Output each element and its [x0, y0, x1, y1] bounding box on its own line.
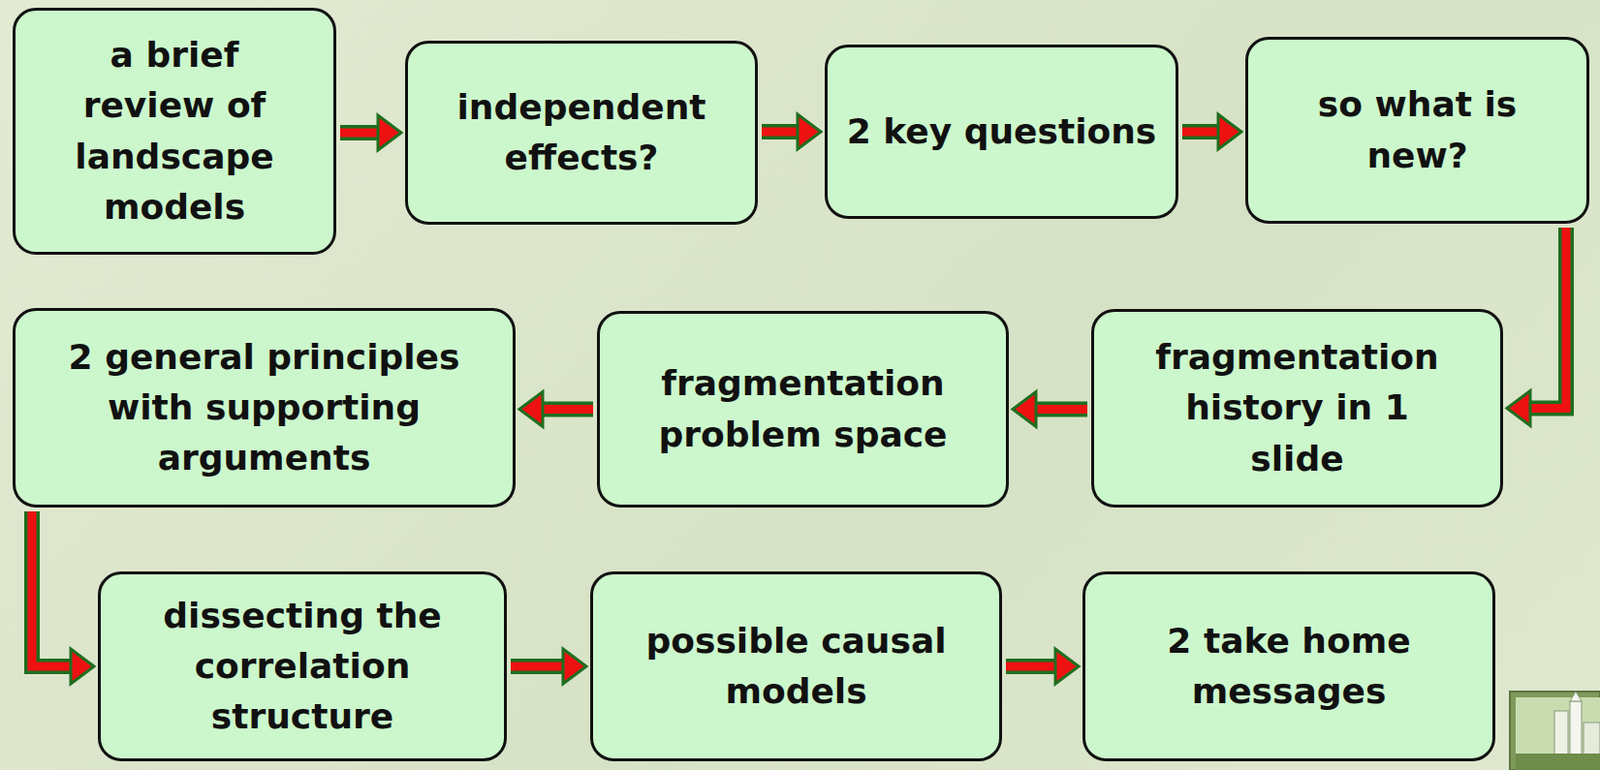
arrow-outline [1005, 658, 1058, 675]
box-label: independent effects? [426, 82, 737, 184]
process-box: so what is new? [1245, 36, 1590, 224]
arrow-outline [31, 511, 73, 667]
box-label: fragmentation history in 1 slide [1137, 332, 1458, 485]
box-label: dissecting the correlation structure [127, 591, 477, 744]
arrow-shaft [1034, 405, 1088, 414]
arrow-shaft [1005, 662, 1058, 672]
arrow-outline [1182, 124, 1221, 140]
arrow-head [70, 649, 95, 685]
box-label: so what is new? [1272, 79, 1564, 181]
arrow-head [1055, 649, 1079, 685]
flow-arrow [510, 649, 587, 685]
arrow-shaft [540, 405, 594, 414]
process-box: 2 key questions [824, 44, 1179, 220]
box-label: possible causal models [622, 616, 972, 718]
process-box: fragmentation problem space [596, 311, 1009, 508]
process-box: independent effects? [405, 40, 758, 225]
arrow-head [519, 392, 543, 428]
arrow-head [1218, 114, 1242, 150]
arrow-shaft [510, 662, 565, 672]
arrow-shaft [1528, 227, 1567, 409]
arrow-outline [761, 124, 800, 140]
ground-strip [1515, 753, 1600, 770]
flow-arrow [1005, 649, 1079, 685]
spire [1569, 691, 1582, 702]
corner-illustration [1507, 690, 1600, 770]
process-box: 2 take home messages [1082, 571, 1496, 762]
process-box: possible causal models [590, 571, 1003, 762]
process-box: a brief review of landscape models [12, 7, 337, 255]
flow-arrow [761, 114, 821, 150]
arrow-head [1506, 391, 1531, 427]
box-label: fragmentation problem space [619, 358, 988, 460]
box-label: 2 key questions [847, 106, 1158, 157]
process-box: fragmentation history in 1 slide [1091, 309, 1504, 508]
arrow-shaft [340, 128, 380, 138]
flow-arrow [31, 511, 95, 685]
arrow-shaft [1182, 127, 1221, 137]
flow-arrow [519, 392, 594, 428]
box-label: 2 general principles with supporting arg… [31, 332, 498, 485]
arrow-outline [1034, 402, 1088, 418]
arrow-head [797, 114, 821, 150]
arrow-outline [340, 125, 380, 141]
picture-sky [1515, 697, 1600, 770]
process-box: dissecting the correlation structure [97, 571, 507, 762]
arrow-shaft [761, 127, 800, 137]
arrow-outline [510, 658, 565, 675]
flow-arrow [1012, 392, 1088, 428]
box-label: a brief review of landscape models [53, 30, 296, 233]
process-box: 2 general principles with supporting arg… [12, 308, 516, 508]
box-label: 2 take home messages [1114, 616, 1464, 718]
arrow-head [563, 649, 587, 685]
arrow-head [1012, 392, 1036, 428]
picture-frame [1509, 691, 1600, 770]
arrow-outline [540, 402, 594, 418]
arrow-outline [1528, 227, 1567, 409]
flow-arrow [340, 115, 402, 151]
arrow-shaft [31, 511, 73, 667]
flow-arrow [1506, 227, 1567, 427]
flow-arrow [1182, 114, 1242, 150]
arrow-head [377, 115, 402, 151]
